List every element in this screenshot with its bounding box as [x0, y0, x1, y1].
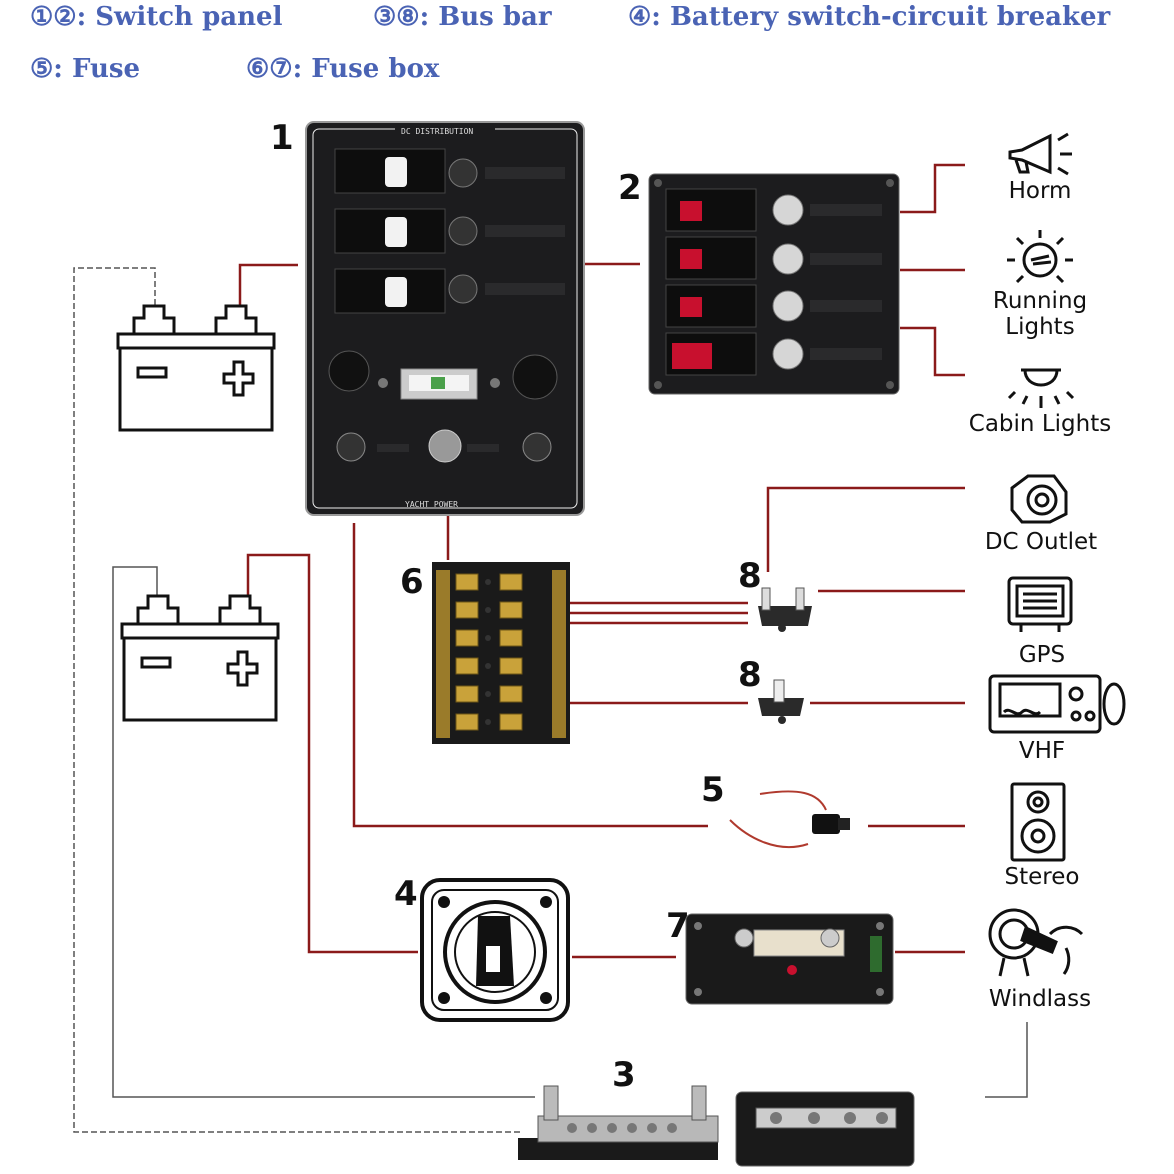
rocker-switch [334, 268, 565, 314]
fuse-box-6 [432, 562, 570, 744]
svg-text:DC DISTRIBUTION: DC DISTRIBUTION [401, 127, 473, 136]
red-wires [238, 163, 965, 959]
windlass-icon [988, 908, 1084, 977]
horn-label: Horm [1008, 178, 1072, 204]
windlass-label: Windlass [988, 986, 1092, 1012]
running-lights-icon [1007, 230, 1073, 284]
dashed-wires [73, 267, 520, 1133]
number-8-top: 8 [738, 556, 762, 596]
legend-fuse-box: ⑥⑦: Fuse box [246, 54, 440, 84]
stereo-label: Stereo [1004, 864, 1080, 890]
vhf-label: VHF [1018, 738, 1066, 764]
horn-icon [1008, 132, 1072, 176]
red-rocker-switch [665, 284, 882, 328]
bus-bar-3 [518, 1085, 915, 1167]
battery-icon [116, 304, 276, 432]
running-lights-label: Running Lights [992, 288, 1088, 340]
number-1: 1 [270, 118, 294, 158]
fuse-box-7 [685, 913, 894, 1005]
gps-label: GPS [1018, 642, 1066, 668]
switch-panel-1: DC DISTRIBUTION YACHT POWER [305, 121, 585, 516]
legend-fuse: ⑤: Fuse [30, 54, 141, 84]
number-6: 6 [400, 562, 424, 602]
inline-fuse-5 [729, 790, 850, 849]
number-2: 2 [618, 168, 642, 208]
legend-battery-switch: ④: Battery switch-circuit breaker [628, 2, 1111, 32]
number-4: 4 [394, 874, 418, 914]
stereo-icon [1010, 782, 1066, 862]
number-7: 7 [666, 906, 690, 946]
cabin-lights-label: Cabin Lights [968, 411, 1112, 437]
rocker-switch [334, 148, 565, 194]
number-8-bottom: 8 [738, 655, 762, 695]
dc-outlet-label: DC Outlet [984, 529, 1098, 555]
battery-switch-4 [420, 878, 570, 1022]
cabin-lights-icon [1007, 368, 1075, 408]
rocker-switch [334, 208, 565, 254]
red-rocker-switch [665, 236, 882, 280]
dc-outlet-icon [1010, 474, 1068, 524]
legend-switch-panel: ①②: Switch panel [30, 2, 283, 32]
red-rocker-switch [665, 332, 882, 376]
svg-text:YACHT POWER: YACHT POWER [405, 500, 458, 509]
bus-bar-8-top [758, 587, 812, 632]
legend-bus-bar: ③⑧: Bus bar [373, 2, 552, 32]
gps-icon [1007, 576, 1073, 632]
red-rocker-switch [665, 188, 882, 232]
number-5: 5 [701, 770, 725, 810]
switch-panel-2 [648, 173, 900, 395]
vhf-icon [988, 674, 1126, 734]
number-3: 3 [612, 1055, 636, 1095]
gray-wires [112, 566, 1028, 1098]
battery-icon [120, 594, 280, 722]
bus-bar-8-bottom [758, 679, 804, 724]
